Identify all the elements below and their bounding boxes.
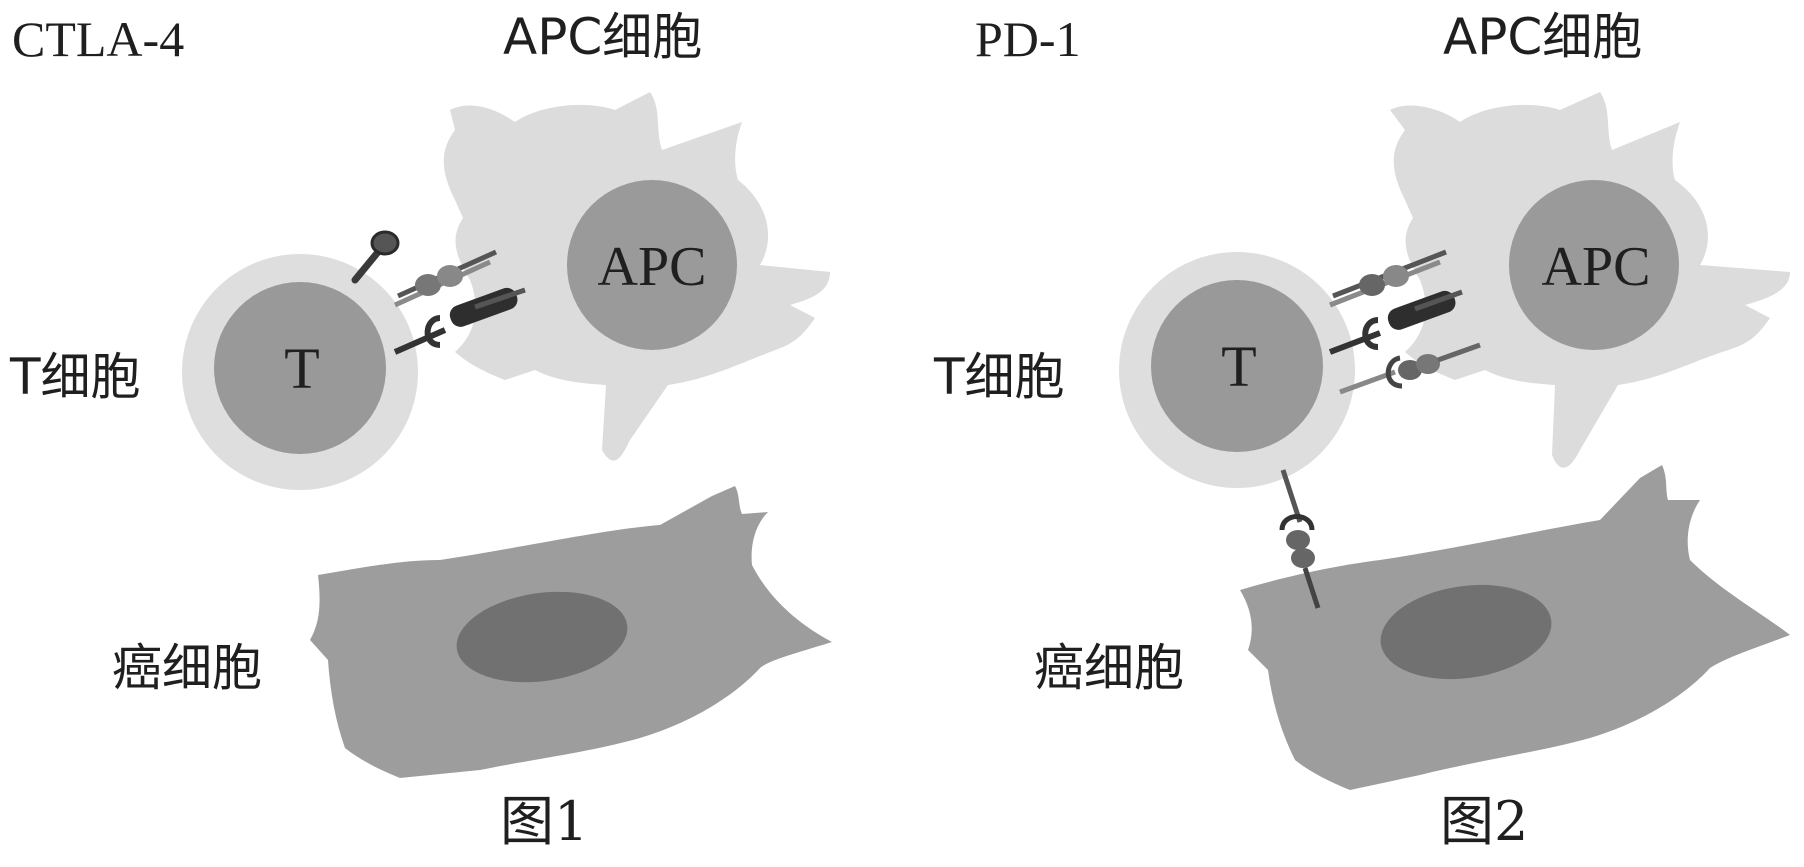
cancer-cell-label: 癌细胞 (1034, 639, 1184, 697)
apc-nucleus (567, 180, 737, 350)
apc-cell-label: APC细胞 (503, 8, 703, 66)
cd28-b7-pair (393, 249, 498, 308)
t-cell-label: T细胞 (10, 348, 141, 406)
pd1-pdl1-apc-pair (1339, 342, 1481, 395)
apc-nucleus (1509, 180, 1679, 350)
cd28-b7-pair (1329, 249, 1447, 308)
t-nucleus (214, 282, 386, 454)
apc-cell-label: APC细胞 (1443, 8, 1643, 66)
tcr-mhc-complex (1328, 289, 1463, 355)
apc-nucleus-label: APC (598, 236, 707, 298)
panel-1: APC T (182, 92, 832, 778)
t-cell-label: T细胞 (934, 348, 1065, 406)
figure-caption: 图1 (500, 790, 589, 853)
cancer-nucleus (1380, 584, 1552, 680)
tcr-mhc-complex (393, 287, 526, 355)
marker-label: PD-1 (975, 11, 1081, 67)
cancer-nucleus (456, 591, 628, 683)
figure-caption: 图2 (1440, 790, 1529, 853)
pd1-pdl1-cancer-pair (1279, 469, 1321, 609)
panel-2: APC T (1119, 92, 1790, 790)
ctla4-receptor-lollipop (351, 230, 400, 284)
marker-label: CTLA-4 (12, 11, 185, 67)
t-nucleus-label: T (1221, 334, 1256, 399)
cancer-cell-label: 癌细胞 (112, 639, 262, 697)
apc-nucleus-label: APC (1542, 236, 1651, 298)
t-nucleus-label: T (284, 336, 319, 401)
t-nucleus (1151, 280, 1323, 452)
